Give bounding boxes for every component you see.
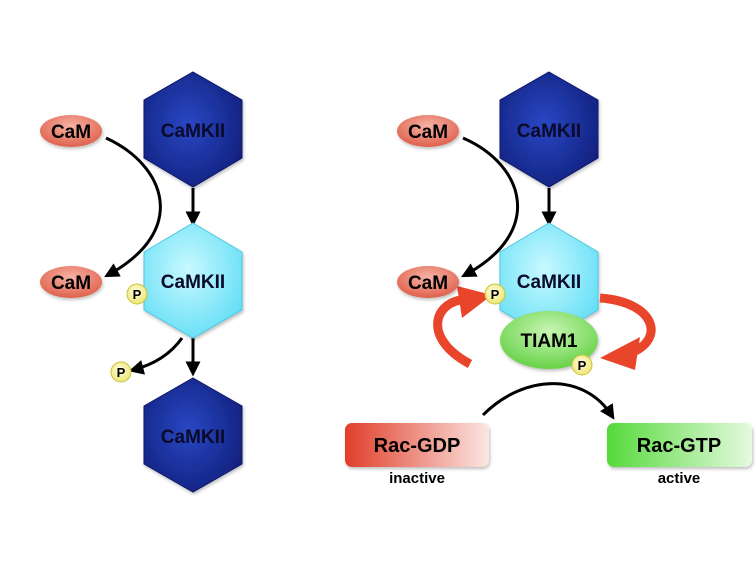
- cam-ellipse-top-right: [397, 115, 459, 147]
- rac-gdp-state: inactive: [389, 470, 445, 487]
- cam-label-bottom: CaM: [51, 273, 91, 294]
- rac-gtp-label: Rac-GTP: [637, 435, 721, 457]
- arrow-cam-binding: [104, 136, 162, 278]
- phospho-label-on-camkii-right: P: [491, 287, 500, 302]
- arrow-cam-binding-right: [461, 136, 519, 278]
- tiam1-ellipse: [500, 311, 598, 369]
- phospho-released: [110, 361, 132, 383]
- cam-label-top: CaM: [51, 122, 91, 143]
- arrow-phosphate-release: [128, 337, 184, 375]
- phospho-label-released: P: [117, 365, 126, 380]
- arrow-rac-activation: [481, 382, 615, 420]
- left-panel: CaMKII CaMKII CaMKII CaM CaM P P: [40, 71, 243, 493]
- phospho-on-camkii: [126, 283, 148, 305]
- camkii-hexagon-active: [143, 222, 243, 339]
- right-panel: CaMKII CaMKII TIAM1 CaM CaM P P Rac-GDP …: [345, 71, 752, 487]
- camkii-hexagon-bottom: [143, 377, 243, 493]
- cam-label-top-right: CaM: [408, 122, 448, 143]
- cam-ellipse-bottom: [40, 266, 102, 298]
- camkii-label-top: CaMKII: [161, 121, 225, 142]
- feedback-arrow-right: [599, 293, 656, 357]
- rac-gtp-state: active: [658, 470, 701, 487]
- phospho-on-camkii-right: [484, 283, 506, 305]
- phospho-label-on-tiam1: P: [578, 358, 587, 373]
- cam-ellipse-top: [40, 115, 102, 147]
- camkii-label-active-right: CaMKII: [517, 272, 581, 293]
- rac-gtp-box: [607, 423, 752, 467]
- camkii-label-active: CaMKII: [161, 272, 225, 293]
- rac-gdp-label: Rac-GDP: [374, 435, 461, 457]
- feedback-arrowhead-left: [457, 286, 492, 318]
- feedback-arrow-left: [433, 295, 473, 368]
- feedback-arrowhead-right: [600, 337, 640, 370]
- camkii-hexagon-top-right: [499, 71, 599, 188]
- camkii-label-top-right: CaMKII: [517, 121, 581, 142]
- cam-ellipse-bottom-right: [397, 266, 459, 298]
- camkii-label-bottom: CaMKII: [161, 427, 225, 448]
- rac-gdp-box: [345, 423, 489, 467]
- phospho-label-on-camkii: P: [133, 287, 142, 302]
- camkii-hexagon-top: [143, 71, 243, 188]
- tiam1-label: TIAM1: [521, 331, 578, 352]
- cam-label-bottom-right: CaM: [408, 273, 448, 294]
- phospho-on-tiam1: [571, 354, 593, 376]
